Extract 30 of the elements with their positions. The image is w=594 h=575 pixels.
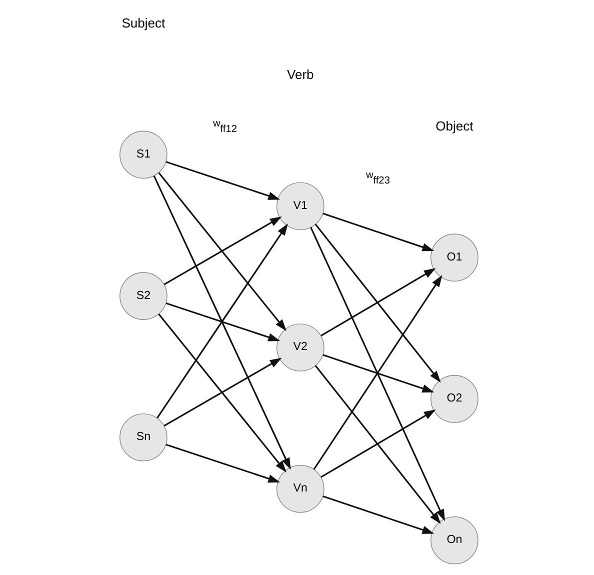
node-circle: O2 [430,375,478,423]
arrow [158,172,286,332]
node-circle: S1 [119,130,167,179]
arrow [322,212,434,252]
label: Object [435,118,473,134]
arrow [163,216,282,286]
arrow [165,161,280,200]
node-circle: O1 [430,234,478,282]
node-circle: On [430,516,478,564]
arrow [314,365,440,524]
label: Verb [286,66,314,82]
arrow [165,302,280,342]
arrow [165,444,280,483]
node-circle: V1 [276,182,324,230]
arrow [158,314,286,472]
node-circle: S2 [119,272,167,320]
node-circle: V2 [276,324,324,372]
node-circle: Vn [276,464,324,513]
node-circle: Sn [119,413,167,462]
label: Subject [121,15,165,30]
arrow [152,175,290,470]
arrow [320,409,436,478]
arrow [322,354,434,393]
arrow [312,274,442,470]
arrow [156,224,288,418]
arrow [310,226,445,522]
arrow [163,358,282,426]
arrow [320,268,436,336]
arrow [314,224,440,383]
arrow [322,495,434,534]
